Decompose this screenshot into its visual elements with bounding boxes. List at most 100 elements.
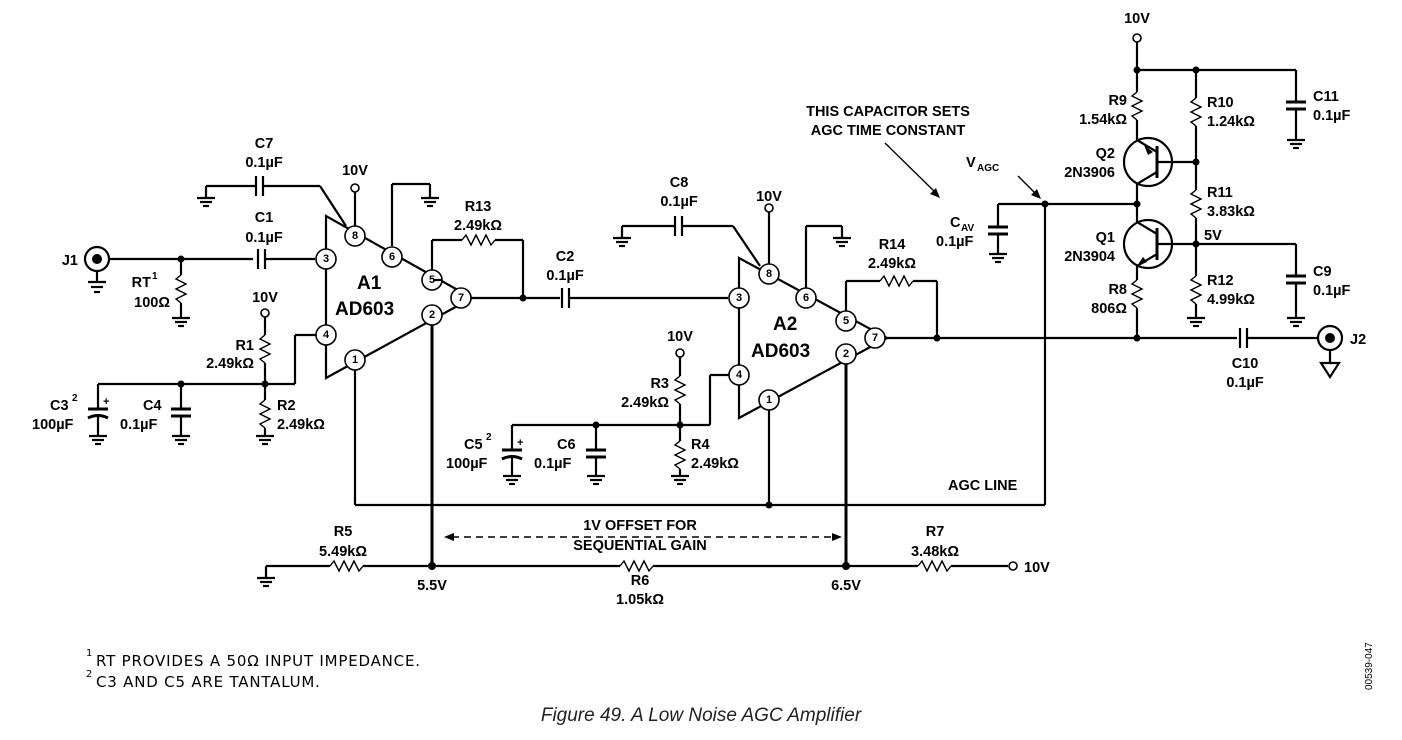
svg-text:1: 1 [86,648,93,659]
note-arrow [884,142,1041,199]
svg-text:0.1µF: 0.1µF [936,234,974,250]
svg-text:3.48kΩ: 3.48kΩ [911,544,959,560]
a1-label: A1 [357,273,382,294]
svg-text:C11: C11 [1313,89,1339,105]
svg-text:R3: R3 [650,376,669,392]
r1-r2-bias [98,308,316,446]
svg-text:2.49kΩ: 2.49kΩ [868,256,916,272]
svg-text:R13: R13 [465,199,492,215]
c5-c6-capacitors [501,425,606,486]
svg-text:2: 2 [86,669,93,680]
agc-line [353,200,1049,509]
svg-text:R12: R12 [1207,273,1234,289]
svg-text:V: V [966,155,976,171]
figure-code: 00539-047 [1364,642,1375,690]
svg-text:3: 3 [736,292,742,304]
svg-text:806Ω: 806Ω [1091,301,1127,317]
svg-text:THIS CAPACITOR SETS: THIS CAPACITOR SETS [806,104,970,120]
a1-amplifier [324,182,475,380]
svg-text:3.83kΩ: 3.83kΩ [1207,204,1255,220]
svg-text:0.1µF: 0.1µF [546,268,584,284]
svg-text:R6: R6 [631,573,650,589]
a2-label: A2 [773,314,797,335]
figure-caption: Figure 49. A Low Noise AGC Amplifier [541,705,862,726]
svg-text:0.1µF: 0.1µF [120,417,158,433]
offset-divider [257,325,1018,588]
q2-transistor [1122,136,1196,204]
svg-text:0.1µF: 0.1µF [1226,375,1264,391]
a1-pins: 8 6 3 5 7 2 4 1 [315,225,472,371]
svg-text:0.1µF: 0.1µF [245,230,283,246]
labels: 10V 10V 10V 10V 10V 10V J1 J2 RT 1 100Ω … [32,11,1366,608]
svg-text:1.05kΩ: 1.05kΩ [616,592,664,608]
svg-text:R9: R9 [1108,93,1127,109]
svg-text:4: 4 [323,329,330,341]
footnotes: 1 RT PROVIDES A 50Ω INPUT IMPEDANCE. 2 C… [86,648,421,691]
svg-text:2.49kΩ: 2.49kΩ [691,456,739,472]
svg-text:C8: C8 [670,175,689,191]
svg-text:C3: C3 [50,398,69,414]
c11-capacitor [1286,70,1306,150]
svg-text:R5: R5 [334,524,353,540]
c10-capacitor [1238,328,1318,348]
svg-text:0.1µF: 0.1µF [534,456,572,472]
c3-c4-capacitors [87,384,191,446]
svg-text:10V: 10V [667,329,693,345]
a2-part-label: AD603 [751,341,810,362]
j2-connector [1316,324,1344,380]
svg-text:2: 2 [72,393,78,404]
svg-text:AGC: AGC [977,163,999,174]
svg-text:5.49kΩ: 5.49kΩ [319,544,367,560]
svg-text:0.1µF: 0.1µF [660,194,698,210]
svg-text:C5: C5 [464,437,483,453]
svg-text:5V: 5V [1204,228,1222,244]
agc-line-label: AGC LINE [948,478,1018,494]
svg-text:100µF: 100µF [446,456,488,472]
svg-text:100µF: 100µF [32,417,74,433]
r13-resistor [430,233,525,298]
svg-text:Q1: Q1 [1096,230,1115,246]
svg-text:C1: C1 [255,210,274,226]
svg-text:R8: R8 [1108,282,1127,298]
svg-text:1: 1 [152,271,158,282]
r3-r4-bias [512,348,729,486]
supply-rail [1132,33,1296,74]
c2-capacitor [560,288,728,308]
svg-text:R2: R2 [277,398,296,414]
svg-text:R11: R11 [1207,185,1233,201]
svg-text:4: 4 [736,369,743,381]
svg-text:SEQUENTIAL GAIN: SEQUENTIAL GAIN [573,538,706,554]
svg-text:2.49kΩ: 2.49kΩ [621,395,669,411]
svg-text:R10: R10 [1207,95,1234,111]
svg-text:1: 1 [766,394,772,406]
svg-text:0.1µF: 0.1µF [1313,283,1351,299]
svg-text:1: 1 [352,354,358,366]
svg-text:C9: C9 [1313,264,1332,280]
footnote-2: C3 AND C5 ARE TANTALUM. [96,673,321,691]
svg-text:3: 3 [323,253,329,265]
svg-text:2: 2 [843,348,849,360]
svg-text:10V: 10V [756,189,782,205]
svg-text:+: + [103,396,109,408]
cav-capacitor [988,202,1137,264]
svg-text:C: C [950,215,961,231]
svg-text:100Ω: 100Ω [134,295,170,311]
svg-text:5: 5 [429,274,435,286]
q1-transistor [1122,204,1296,280]
svg-text:6: 6 [389,251,395,263]
svg-text:C7: C7 [255,136,274,152]
svg-text:R7: R7 [926,524,945,540]
a2-amplifier [737,203,890,420]
svg-text:0.1µF: 0.1µF [245,155,283,171]
r9-resistor [1130,70,1144,140]
svg-text:C4: C4 [143,398,162,414]
svg-text:1V OFFSET FOR: 1V OFFSET FOR [583,518,697,534]
svg-text:R1: R1 [235,338,254,354]
svg-text:6.5V: 6.5V [831,578,861,594]
svg-text:AGC TIME CONSTANT: AGC TIME CONSTANT [811,123,966,139]
footnote-1: RT PROVIDES A 50Ω INPUT IMPEDANCE. [96,652,421,670]
svg-text:2N3906: 2N3906 [1064,165,1115,181]
svg-text:2N3904: 2N3904 [1064,249,1115,265]
